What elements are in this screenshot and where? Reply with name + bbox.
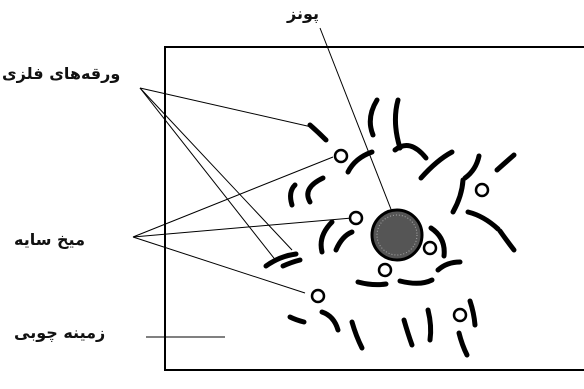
shadow-pins-leader-lines bbox=[132, 156, 353, 294]
metal-foil-strips bbox=[263, 97, 517, 358]
metal-foils-leader-lines bbox=[139, 87, 317, 263]
wooden-board-label: زمینه چوبی bbox=[14, 323, 106, 342]
shadow-pins bbox=[310, 148, 490, 323]
wooden-board-frame bbox=[164, 46, 584, 371]
tack-texture bbox=[376, 214, 418, 256]
tack-leader-line bbox=[319, 27, 397, 223]
tack bbox=[370, 208, 424, 262]
metal-foils-label: ورقه‌های فلزی bbox=[2, 64, 121, 83]
shadow-pins-label: میخ سایه bbox=[14, 230, 85, 249]
tack-label: پونز bbox=[287, 4, 319, 23]
